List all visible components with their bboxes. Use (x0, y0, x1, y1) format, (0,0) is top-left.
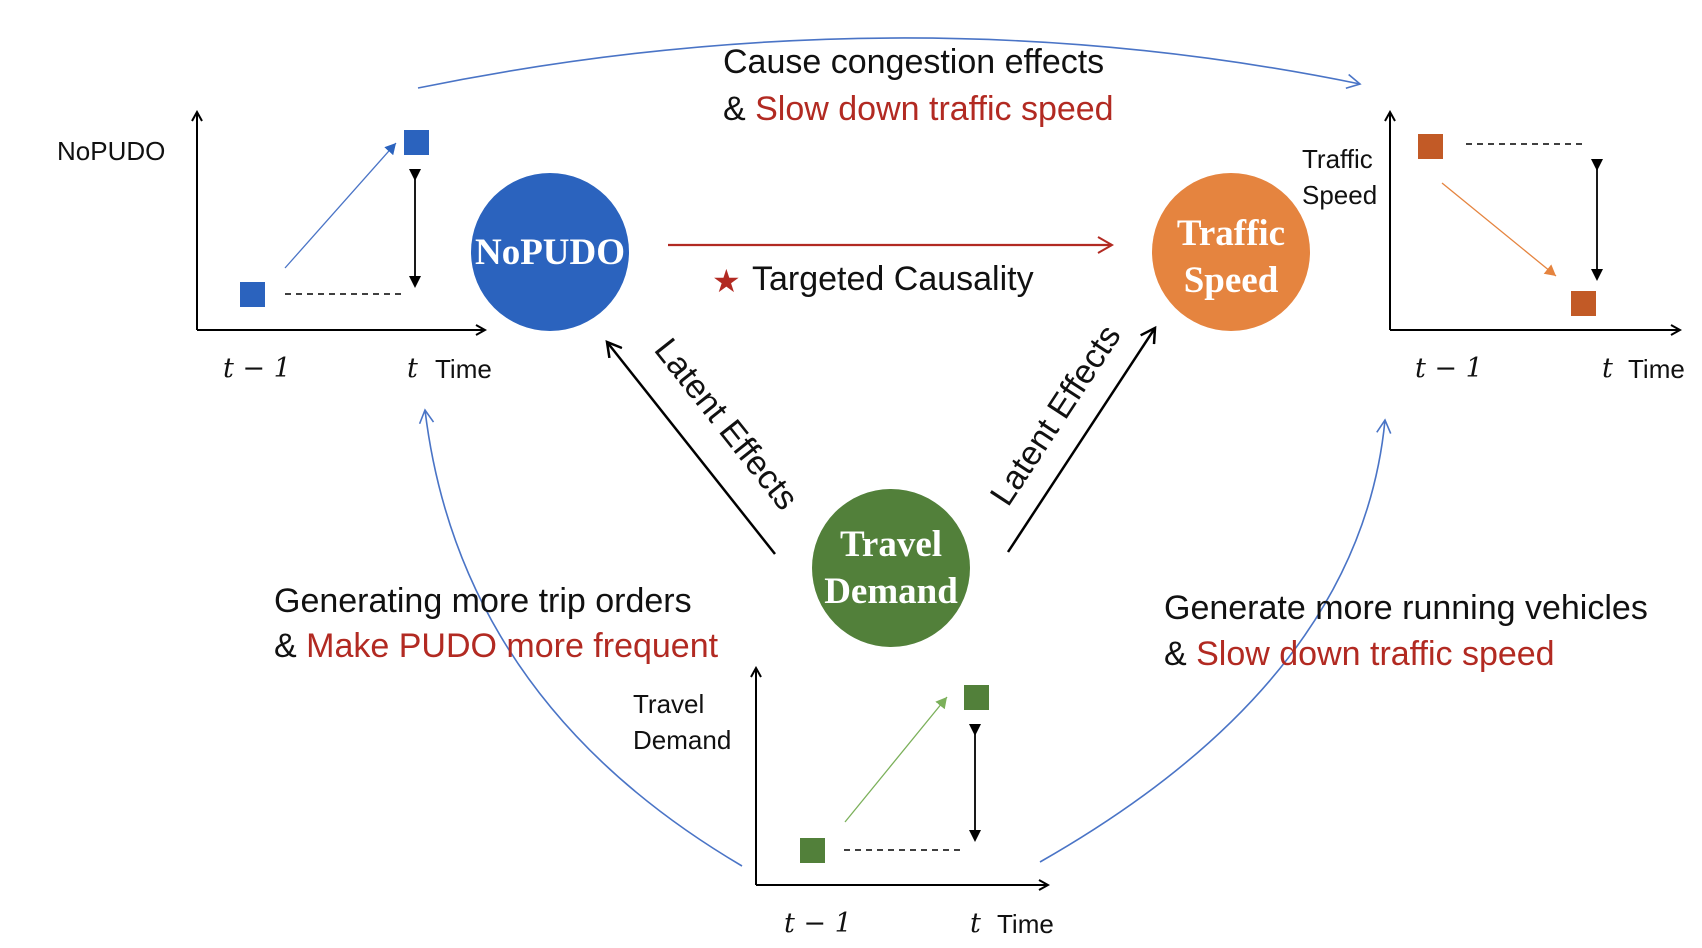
targeted-causality-label: Targeted Causality (752, 260, 1034, 298)
plot-demand-ylabel-2: Demand (633, 725, 731, 755)
top-text-line2: & Slow down traffic speed (723, 90, 1114, 128)
plot-nopudo-xlabel: Time (435, 354, 492, 384)
plot-traffic-ylabel-2: Speed (1302, 180, 1377, 210)
flow-arrow-left (418, 408, 743, 867)
node-nopudo-label: NoPUDO (475, 232, 625, 273)
plot-traffic-ylabel-1: Traffic (1302, 144, 1373, 174)
flow-arrow-top (417, 37, 1362, 90)
plot-nopudo: NoPUDO t − 1 t Time (57, 112, 492, 384)
plot-traffic-tick-2: t (1602, 353, 1613, 384)
right-text-red: Slow down traffic speed (1196, 635, 1554, 673)
latent-arrow-right (1006, 328, 1155, 553)
node-travel-demand: Travel Demand (812, 489, 970, 647)
plot-demand-point-t (964, 685, 989, 710)
node-demand-label-2: Demand (824, 571, 958, 612)
plot-traffic-point-t-1 (1418, 134, 1443, 159)
right-text-amp: & (1164, 635, 1196, 673)
plot-traffic-speed: Traffic Speed t − 1 t Time (1302, 112, 1685, 384)
plot-demand-tick-2: t (970, 908, 981, 939)
plot-nopudo-point-t-1 (240, 282, 265, 307)
plot-nopudo-tick-1: t − 1 (223, 353, 291, 384)
plot-travel-demand: Travel Demand t − 1 t Time (633, 668, 1054, 939)
top-text-red: Slow down traffic speed (755, 90, 1113, 128)
flow-arrow-right (1039, 418, 1392, 863)
left-text-line1: Generating more trip orders (274, 582, 692, 620)
top-text-amp: & (723, 90, 755, 128)
plot-demand-xlabel: Time (997, 909, 1054, 939)
node-demand-label-1: Travel (840, 524, 942, 565)
plot-nopudo-point-t (404, 130, 429, 155)
latent-label-left: Latent Effects (647, 331, 806, 517)
left-text-line2: & Make PUDO more frequent (274, 627, 719, 665)
plot-nopudo-trend-arrow (284, 142, 397, 269)
node-traffic-label-1: Traffic (1177, 213, 1285, 254)
plot-demand-point-t-1 (800, 838, 825, 863)
right-text-line1: Generate more running vehicles (1164, 589, 1648, 627)
top-text-line1: Cause congestion effects (723, 43, 1104, 81)
right-text-line2: & Slow down traffic speed (1164, 635, 1555, 673)
node-traffic-label-2: Speed (1184, 260, 1279, 301)
plot-demand-tick-1: t − 1 (784, 908, 852, 939)
plot-traffic-trend-arrow (1441, 182, 1557, 277)
left-text-red: Make PUDO more frequent (306, 627, 718, 665)
star-icon: ★ (712, 262, 741, 300)
plot-traffic-point-t (1571, 291, 1596, 316)
node-traffic-speed: Traffic Speed (1152, 173, 1310, 331)
latent-arrow-left (607, 342, 776, 555)
plot-demand-trend-arrow (844, 696, 948, 823)
plot-nopudo-ylabel: NoPUDO (57, 136, 165, 166)
plot-demand-ylabel-1: Travel (633, 689, 704, 719)
latent-label-right: Latent Effects (983, 318, 1129, 512)
plot-traffic-tick-1: t − 1 (1415, 353, 1483, 384)
left-text-amp: & (274, 627, 306, 665)
node-nopudo: NoPUDO (471, 173, 629, 331)
plot-nopudo-tick-2: t (407, 353, 418, 384)
plot-traffic-xlabel: Time (1628, 354, 1685, 384)
